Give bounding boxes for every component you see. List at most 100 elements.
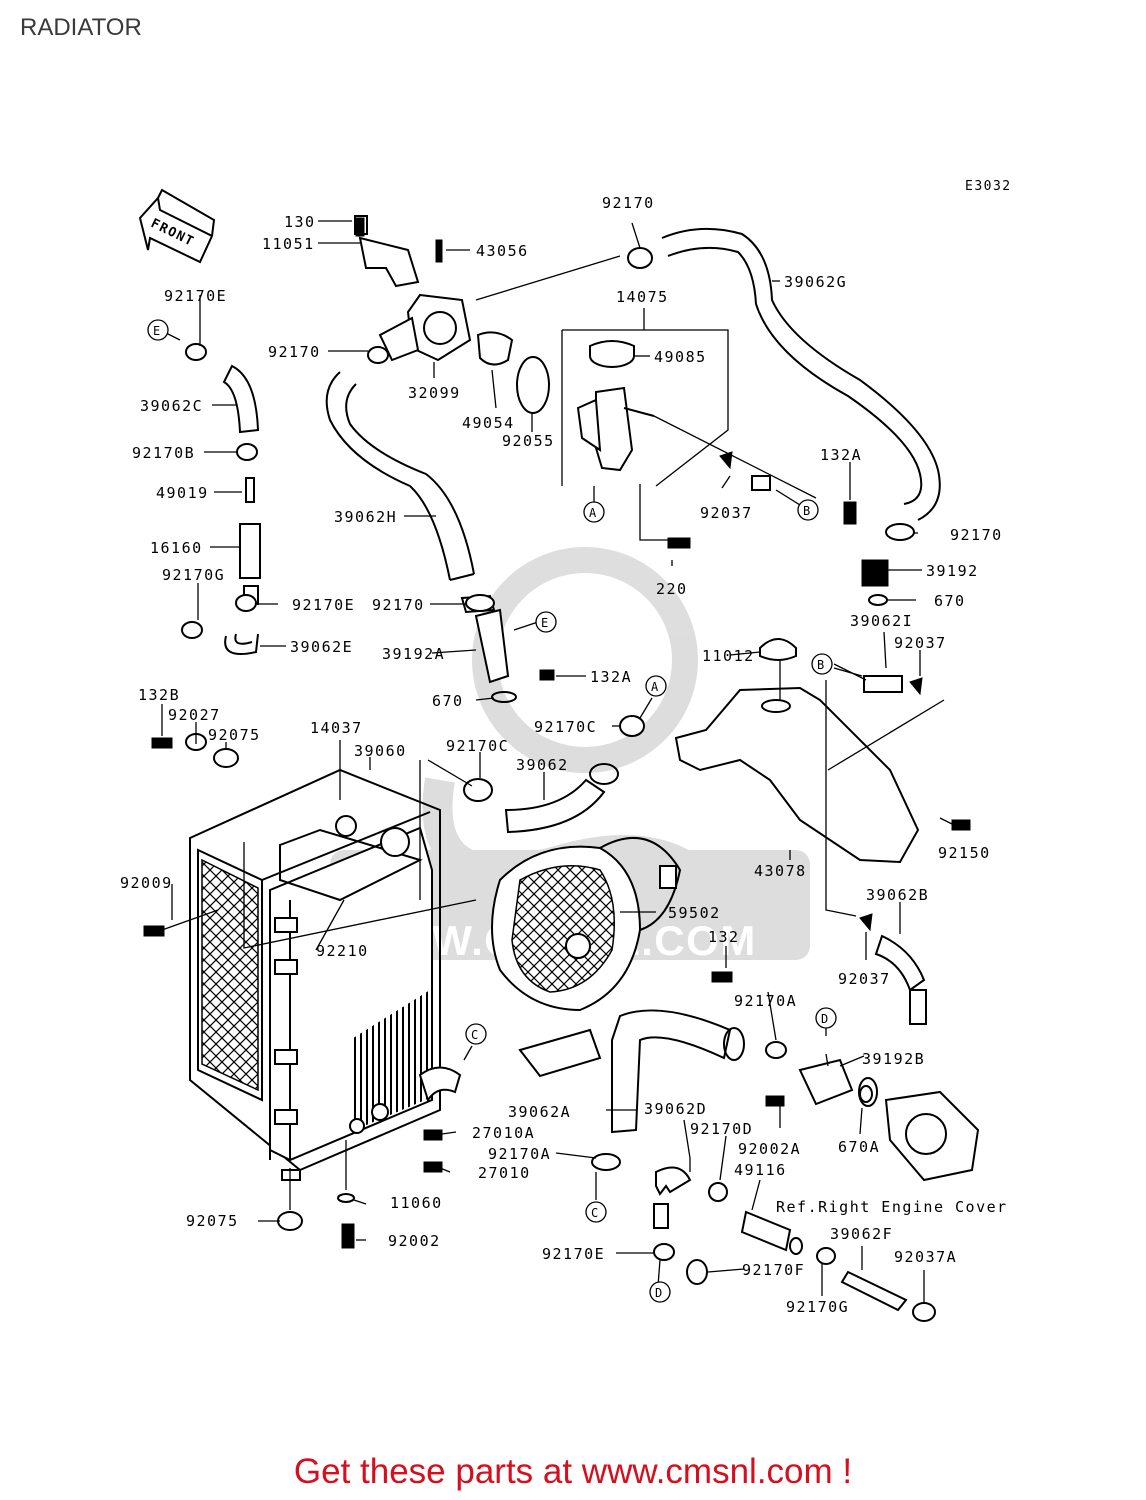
- leader-lines: [161, 220, 953, 1304]
- part-number: 92002: [388, 1232, 441, 1250]
- part-number: 39192B: [862, 1050, 925, 1068]
- hose-39062d: [653, 1166, 692, 1229]
- part-number: 16160: [150, 539, 203, 557]
- connector-letter: B: [817, 658, 826, 672]
- hose-39062e: [224, 633, 259, 655]
- part-number: 92037: [894, 634, 947, 652]
- connector-letter: D: [655, 1286, 664, 1300]
- part-number: 92170E: [164, 287, 227, 305]
- part-number: 132A: [590, 668, 632, 686]
- thermostat-housing: [354, 215, 550, 414]
- part-number: 43056: [476, 242, 529, 260]
- connector-letters: A B E E B A C D: [147, 319, 837, 1303]
- connector-c-marker: C: [465, 1023, 487, 1045]
- part-number: 59502: [668, 904, 721, 922]
- part-number: 39062B: [866, 886, 929, 904]
- hose-39062g: [661, 227, 941, 521]
- part-number: 92170E: [292, 596, 355, 614]
- part-number: 670: [934, 592, 966, 610]
- connector-d-marker: D: [815, 1007, 837, 1029]
- cooling-fan: [491, 836, 682, 1078]
- part-number: 92027: [168, 706, 221, 724]
- hose-39062f: [840, 1270, 908, 1312]
- footer-link[interactable]: Get these parts at www.cmsnl.com !: [293, 1452, 853, 1491]
- part-number: 39062D: [644, 1100, 707, 1118]
- pipe-16160: [239, 477, 261, 605]
- hose-39062c: [222, 364, 260, 434]
- part-number: 132A: [820, 446, 862, 464]
- part-number: 49085: [654, 348, 707, 366]
- connector-letter: C: [471, 1028, 480, 1042]
- front-arrow-icon: FRONT: [138, 188, 216, 264]
- part-callouts: 130 11051 43056 92170 39062G 14075 49085…: [120, 194, 1003, 1316]
- part-number: 39062H: [334, 508, 397, 526]
- connector-c-marker: C: [585, 1201, 607, 1223]
- filler-neck: [576, 340, 655, 472]
- connector-a-marker: A: [645, 675, 667, 697]
- engine-cover-note: Ref.Right Engine Cover: [776, 1198, 1008, 1216]
- part-number: 92150: [938, 844, 991, 862]
- part-number: 27010: [478, 1164, 531, 1182]
- connector-letter: D: [821, 1012, 830, 1026]
- part-number: 92170C: [534, 718, 597, 736]
- connector-e-marker: E: [147, 319, 169, 341]
- part-number: 92170E: [542, 1245, 605, 1263]
- part-number: 92009: [120, 874, 173, 892]
- part-number: 39062: [516, 756, 569, 774]
- part-number: 130: [284, 213, 316, 231]
- connector-letter: B: [803, 504, 812, 518]
- connector-d-marker: D: [649, 1281, 671, 1303]
- part-number: 39062F: [830, 1225, 893, 1243]
- part-number: 39062E: [290, 638, 353, 656]
- part-number: 39062A: [508, 1103, 571, 1121]
- part-number: 92170C: [446, 737, 509, 755]
- part-number: 49116: [734, 1161, 787, 1179]
- part-number: 92037: [700, 504, 753, 522]
- part-number: 39192A: [382, 645, 445, 663]
- part-number: 32099: [408, 384, 461, 402]
- part-number: 92170F: [742, 1261, 805, 1279]
- part-number: 92170: [268, 343, 321, 361]
- part-number: 39062C: [140, 397, 203, 415]
- part-number: 92170: [372, 596, 425, 614]
- part-number: 92170G: [786, 1298, 849, 1316]
- connector-a-marker: A: [583, 501, 605, 523]
- part-number: 39062G: [784, 273, 847, 291]
- part-number: 43078: [754, 862, 807, 880]
- part-number: 92210: [316, 942, 369, 960]
- hose-39062: [504, 763, 619, 834]
- part-number: 92055: [502, 432, 555, 450]
- hose-clamps: [181, 247, 936, 1322]
- part-number: 670A: [838, 1138, 880, 1156]
- part-number: 670: [432, 692, 464, 710]
- hose-39062a: [611, 1009, 745, 1134]
- bolts: [143, 217, 971, 1249]
- part-number: 92170B: [132, 444, 195, 462]
- part-number: 132B: [138, 686, 180, 704]
- part-number: 92170A: [734, 992, 797, 1010]
- pipe-49116: [740, 1210, 803, 1255]
- radiator-core: [189, 768, 462, 1181]
- part-number: 92170: [602, 194, 655, 212]
- hose-39062h: [325, 371, 475, 581]
- connector-b-marker: B: [811, 653, 833, 675]
- connector-e-marker: E: [535, 611, 557, 633]
- part-number: 92170A: [488, 1145, 551, 1163]
- connector-letter: C: [591, 1206, 600, 1220]
- part-number: 92037A: [894, 1248, 957, 1266]
- connector-letter: E: [153, 324, 162, 338]
- engine-cover: [798, 1058, 980, 1182]
- part-number: 92170D: [690, 1120, 753, 1138]
- part-number: 39192: [926, 562, 979, 580]
- part-number: 92170: [950, 526, 1003, 544]
- connector-letter: A: [589, 506, 598, 520]
- hose-39062b: [874, 934, 927, 1025]
- part-number: 11051: [262, 235, 315, 253]
- part-number: 220: [656, 580, 688, 598]
- connector-letter: E: [541, 616, 550, 630]
- part-number: 92002A: [738, 1140, 801, 1158]
- part-number: 14075: [616, 288, 669, 306]
- part-number: 49054: [462, 414, 515, 432]
- part-number: 49019: [156, 484, 209, 502]
